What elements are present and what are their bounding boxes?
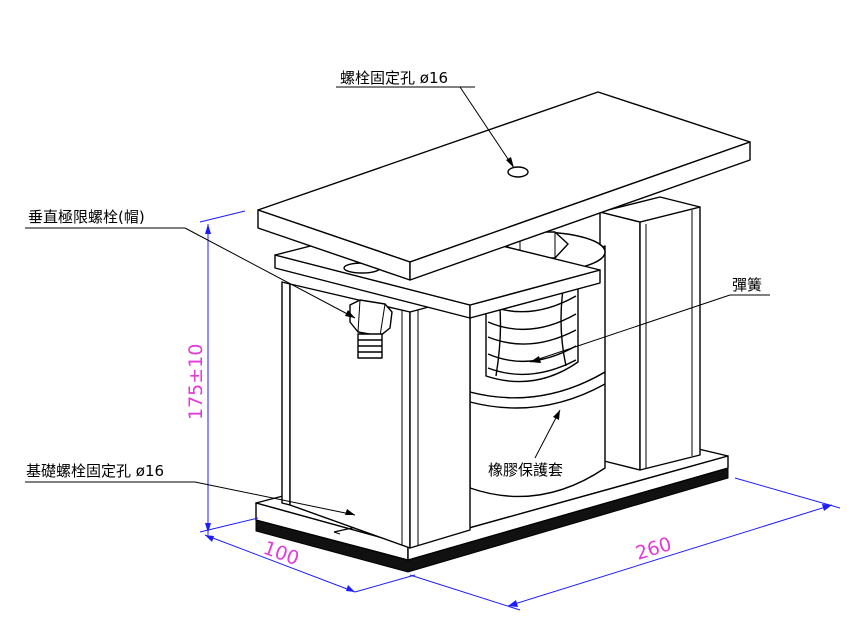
dimension-lines	[199, 210, 841, 611]
top-bolt-hole-icon	[507, 166, 529, 178]
dim-length: 260	[633, 533, 674, 565]
label-spring: 彈簧	[732, 276, 762, 294]
top-plate	[257, 91, 751, 281]
label-top-bolt-hole: 螺栓固定孔 ø16	[340, 69, 448, 87]
dim-height: 175±10	[185, 344, 207, 420]
labels: 螺栓固定孔 ø16 垂直極限螺栓(帽) 彈簧 橡膠保護套 基礎螺栓固定孔 ø16…	[26, 69, 762, 570]
right-post	[599, 196, 701, 471]
base-plate-side	[407, 455, 729, 561]
label-rubber-sleeve: 橡膠保護套	[488, 461, 563, 479]
label-base-bolt-hole: 基礎螺栓固定孔 ø16	[26, 462, 164, 480]
label-vertical-limit-bolt: 垂直極限螺栓(帽)	[28, 208, 145, 226]
leader-lines	[25, 86, 770, 516]
